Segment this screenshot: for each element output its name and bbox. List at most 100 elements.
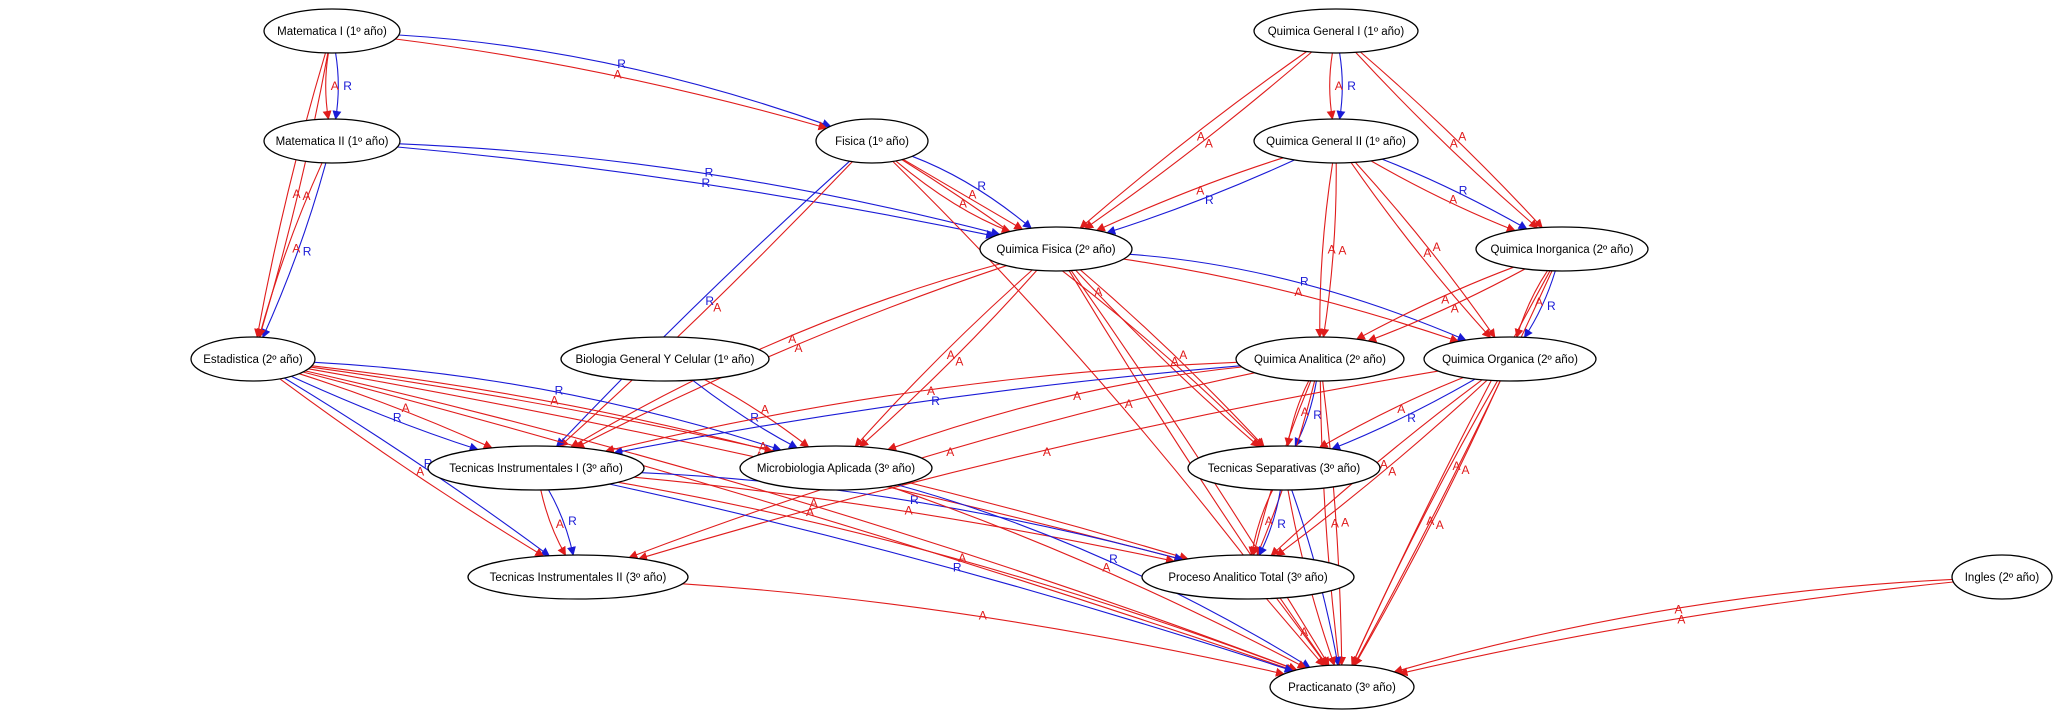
nodes-layer: Matematica I (1º año) Matematica II (1º …	[190, 8, 2053, 710]
node-quimica-general-1[interactable]: Quimica General I (1º año)	[1253, 8, 1419, 54]
node-label: Quimica Inorganica (2º año)	[1491, 244, 1634, 256]
edge-ts-pat	[1258, 489, 1281, 556]
node-proceso-analitico-total[interactable]: Proceso Analitico Total (3º año)	[1141, 554, 1355, 600]
edge-qa-mic	[887, 366, 1242, 452]
node-practicanato[interactable]: Practicanato (3º año)	[1269, 664, 1415, 710]
edge-label: A	[1171, 355, 1179, 369]
node-estadistica[interactable]: Estadistica (2º año)	[190, 336, 316, 382]
edge-label: A	[1197, 129, 1205, 143]
edge-label: A	[788, 332, 796, 346]
edge-ti1-ti2	[548, 489, 576, 556]
edge-qa-ts	[1284, 380, 1310, 447]
edge-label: A	[759, 439, 767, 453]
edge-label: A	[1294, 285, 1302, 299]
edge-label: A	[905, 504, 913, 518]
node-fisica[interactable]: Fisica (1º año)	[815, 118, 929, 164]
edge-label: A	[614, 68, 622, 82]
edge-label: A	[947, 348, 955, 362]
edge-pat-pra	[1266, 598, 1325, 667]
node-quimica-general-2[interactable]: Quimica General II (1º año)	[1253, 118, 1419, 164]
node-ingles[interactable]: Ingles (2º año)	[1951, 554, 2053, 600]
edge-mat1-fis	[395, 38, 828, 131]
edge-ti1-pat	[641, 472, 1184, 562]
edge-mic-pra	[897, 484, 1311, 668]
node-tecnicas-separativas[interactable]: Tecnicas Separativas (3º año)	[1187, 445, 1381, 491]
edge-label: A	[806, 505, 814, 519]
edge-label: A	[1397, 402, 1405, 416]
edge-mat1-fis	[398, 34, 832, 128]
edge-label: R	[424, 457, 433, 471]
edge-qi-qo	[1524, 270, 1556, 339]
edge-label: A	[550, 394, 558, 408]
edge-label: A	[1675, 603, 1683, 617]
edge-label: A	[927, 384, 935, 398]
edge-label: A	[761, 403, 769, 417]
edge-label: A	[1341, 516, 1349, 530]
edge-label: A	[946, 445, 954, 459]
edge-label: R	[1547, 299, 1556, 313]
node-label: Matematica II (1º año)	[276, 136, 389, 148]
edge-qg2-qf	[1106, 159, 1295, 235]
node-label: Quimica General II (1º año)	[1266, 136, 1406, 148]
edge-est-pra	[305, 370, 1298, 672]
edge-qg2-qi	[1370, 160, 1516, 232]
edge-label: A	[1265, 514, 1273, 528]
node-microbiologia-aplicada[interactable]: Microbiologia Aplicada (3º año)	[739, 445, 933, 491]
edge-qo-ts	[1331, 378, 1476, 451]
edge-label: R	[953, 560, 962, 574]
node-quimica-organica[interactable]: Quimica Organica (2º año)	[1423, 336, 1597, 382]
edge-qg2-qi	[1382, 158, 1528, 230]
edge-qo-ts	[1318, 376, 1464, 449]
edge-label: A	[1441, 293, 1449, 307]
edge-label: R	[1313, 408, 1322, 422]
edge-qo-ti2	[638, 370, 1439, 561]
node-quimica-analitica[interactable]: Quimica Analitica (2º año)	[1235, 336, 1405, 382]
edge-label: R	[393, 410, 402, 424]
edge-label: A	[795, 341, 803, 355]
node-quimica-fisica[interactable]: Quimica Fisica (2º año)	[979, 226, 1133, 272]
edge-ti1-pat	[634, 476, 1175, 564]
edge-qf-qo	[1129, 253, 1467, 342]
edge-qo-pat	[1275, 379, 1488, 557]
node-tecnicas-instrumentales-2[interactable]: Tecnicas Instrumentales II (3º año)	[467, 554, 689, 600]
node-label: Fisica (1º año)	[835, 136, 909, 148]
edge-est-ti1	[298, 373, 493, 449]
node-tecnicas-instrumentales-1[interactable]: Tecnicas Instrumentales I (3º año)	[427, 445, 645, 491]
edge-label: A	[1388, 465, 1396, 479]
edge-label: R	[555, 384, 564, 398]
edge-qg2-qf	[1095, 157, 1284, 232]
edge-qg2-qa	[1320, 162, 1337, 338]
edge-mat2-qf	[397, 146, 996, 239]
edge-label: A	[293, 187, 301, 201]
edge-label: R	[568, 514, 577, 528]
edge-label: A	[292, 241, 300, 255]
node-matematica-1[interactable]: Matematica I (1º año)	[263, 8, 401, 54]
edge-label: A	[1094, 285, 1102, 299]
node-label: Tecnicas Instrumentales II (3º año)	[490, 572, 667, 584]
edge-label: A	[402, 401, 410, 415]
edge-qf-ts	[1075, 269, 1260, 448]
edge-label: R	[617, 57, 626, 71]
edge-est-ti1	[290, 375, 479, 452]
edge-label: R	[931, 394, 940, 408]
node-quimica-inorganica[interactable]: Quimica Inorganica (2º año)	[1475, 226, 1649, 272]
edge-label: A	[331, 79, 339, 93]
edge-label: A	[1433, 240, 1441, 254]
edge-fis-ts	[901, 159, 1264, 448]
edge-label: A	[959, 196, 967, 210]
node-biologia-general[interactable]: Biologia General Y Celular (1º año)	[560, 336, 770, 382]
edge-label: A	[1102, 561, 1110, 575]
edge-fis-qf	[895, 160, 1011, 233]
edge-qf-mic	[859, 269, 1038, 448]
edge-label: A	[1335, 79, 1343, 93]
edge-label: A	[1331, 516, 1339, 530]
edge-label: R	[1407, 411, 1416, 425]
node-matematica-2[interactable]: Matematica II (1º año)	[263, 118, 401, 164]
edge-qg2-qo	[1350, 162, 1492, 339]
edge-qa-ti1	[613, 365, 1241, 456]
edge-label: A	[713, 301, 721, 315]
edge-mat2-est	[256, 162, 323, 338]
edge-qi-qa	[1367, 268, 1526, 343]
